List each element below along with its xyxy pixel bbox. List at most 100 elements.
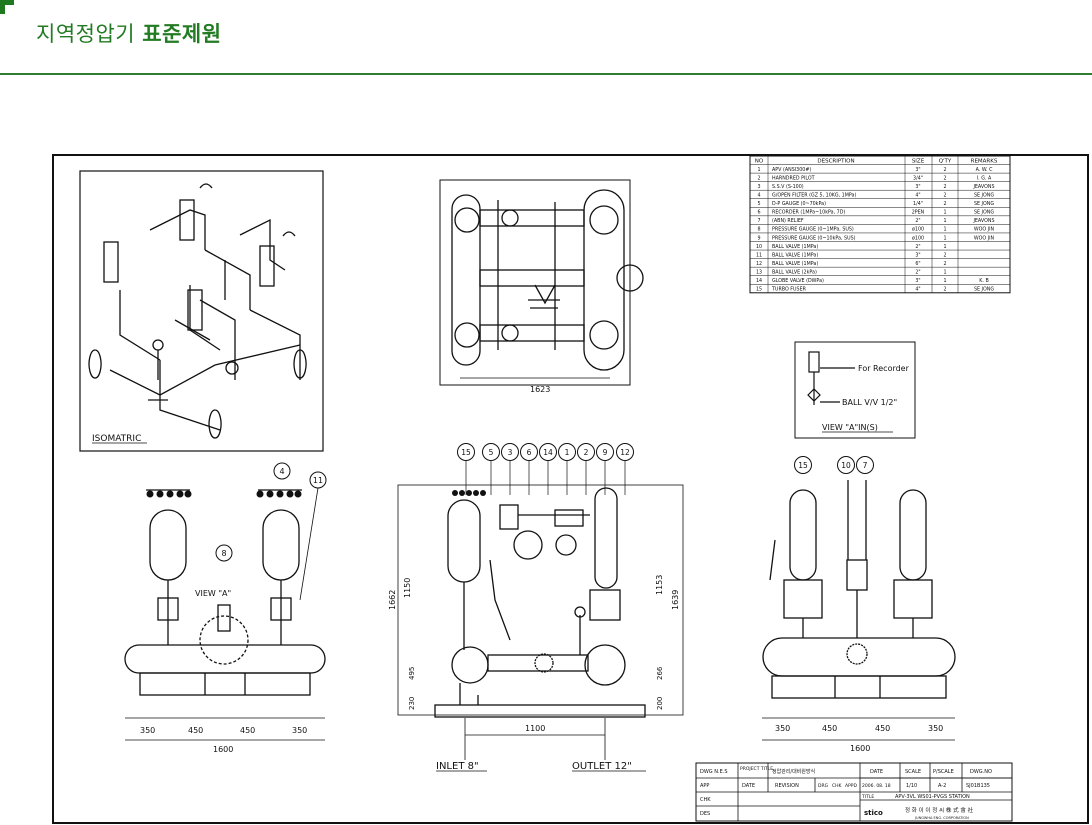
gauge-knob	[276, 490, 284, 498]
bom-cell: 2"	[915, 244, 920, 250]
bom-cell: G/OPEN FILTER (GZ 5, 10KG, 1MPa)	[772, 193, 856, 199]
view-a-label: VIEW "A"	[195, 589, 231, 598]
left-elevation	[124, 489, 326, 696]
gauge-knob	[146, 490, 154, 498]
bom-cell: 3"	[915, 184, 920, 190]
bom-cell: (ABN) RELIEF	[772, 218, 804, 224]
bom-cell: 6	[757, 210, 760, 216]
tb-pscale-v: A-2	[938, 783, 946, 789]
part-balloon-label: 15	[798, 461, 808, 470]
bom-cell: 12	[756, 261, 762, 267]
bom-cell: 2	[943, 252, 946, 258]
bom-cell: 3	[757, 184, 760, 190]
corner-mark	[0, 0, 14, 14]
tb-logo: stico	[864, 809, 883, 817]
bom-cell: 6"	[915, 261, 920, 267]
bom-cell: ø100	[912, 227, 924, 233]
part-balloon	[273, 462, 291, 480]
page-title-light: 지역정압기	[36, 22, 136, 46]
part-balloon	[856, 456, 874, 474]
tb-company-sub: JUNGWHA ENG. CORPORATION	[914, 816, 969, 820]
part-balloon	[501, 443, 519, 461]
header-divider	[0, 73, 1092, 75]
dim-left-3: 450	[240, 726, 255, 735]
bom-header-cell: SIZE	[912, 159, 925, 165]
part-balloon	[215, 544, 233, 562]
bom-cell: 2"	[915, 269, 920, 275]
bom-cell: S.S.V (S-100)	[772, 184, 804, 190]
dim-mid-1639: 1639	[671, 590, 680, 610]
dim-mid-230: 230	[408, 697, 416, 710]
part-balloon-label: 9	[603, 448, 608, 457]
tb-date-col: DATE	[742, 783, 755, 789]
bom-cell: SE JONG	[974, 210, 994, 216]
bom-cell: 1	[943, 278, 946, 284]
bom-cell: 11	[756, 252, 762, 258]
bom-cell: 2	[757, 175, 760, 181]
bom-cell: 10	[756, 244, 762, 250]
tb-revision: REVISION	[775, 783, 799, 789]
bom-cell: 2	[943, 261, 946, 267]
part-balloon	[837, 456, 855, 474]
bom-cell: APV (ANSI300#)	[772, 167, 811, 173]
tb-dwgno-v: SJ01B135	[966, 783, 990, 789]
tb-chk: CHK	[700, 797, 711, 803]
bom-cell: 4"	[915, 193, 920, 199]
title-block	[695, 762, 1013, 822]
bom-cell: 1/4"	[913, 201, 923, 207]
bom-cell: 7	[757, 218, 760, 224]
bom-cell: 1	[943, 269, 946, 275]
tb-app: APP	[700, 783, 709, 789]
bom-cell: 2	[943, 287, 946, 293]
bom-cell: GLOBE VALVE (DWPa)	[772, 278, 824, 284]
top-plan-view	[439, 179, 644, 386]
part-balloon-label: 7	[863, 461, 868, 470]
bom-cell: 3"	[915, 278, 920, 284]
bom-cell: 3"	[915, 167, 920, 173]
bom-cell: A. W. C	[976, 167, 993, 173]
outlet-label: OUTLET 12"	[572, 761, 632, 772]
part-balloon-label: 8	[221, 549, 226, 558]
bom-cell: SE JONG	[974, 201, 994, 207]
bom-cell: PRESSURE GAUGE (0~10kPa, SUS)	[772, 235, 856, 241]
dim-right-2: 450	[822, 724, 837, 733]
bom-cell: WOO JIN	[974, 227, 995, 233]
bom-cell: 1	[943, 227, 946, 233]
bom-cell: 15	[756, 287, 762, 293]
right-elevation	[762, 480, 956, 699]
part-balloon-label: 15	[461, 448, 471, 457]
bom-cell: 3"	[915, 252, 920, 258]
part-balloon	[539, 443, 557, 461]
part-balloon-label: 4	[279, 467, 284, 476]
bom-cell: 2	[943, 201, 946, 207]
part-balloon	[457, 443, 475, 461]
gauge-knob	[166, 490, 174, 498]
part-balloon-label: 5	[489, 448, 494, 457]
gauge-knob	[286, 490, 294, 498]
bom-cell: WOO JIN	[974, 235, 995, 241]
view-a-detail	[794, 341, 916, 439]
dim-right-4: 350	[928, 724, 943, 733]
bom-cell: SE JONG	[974, 193, 994, 199]
bom-cell: 9	[757, 235, 760, 241]
dim-mid-1153: 1153	[655, 575, 664, 595]
bom-cell: 1	[943, 235, 946, 241]
bom-cell: 1	[943, 218, 946, 224]
gauge-knob	[156, 490, 164, 498]
part-balloon	[596, 443, 614, 461]
bom-cell: BALL VALVE (1MPa)	[772, 261, 818, 267]
part-balloon-label: 3	[508, 448, 513, 457]
bom-cell: SE JONG	[974, 287, 994, 293]
bom-header-cell: NO	[755, 159, 764, 165]
tb-title-label: TITLE	[861, 794, 874, 800]
bom-cell: 14	[756, 278, 762, 284]
gauge-knob	[294, 490, 302, 498]
tb-title-v: APV-3VL WS01-PVGS STATION	[895, 794, 970, 800]
tb-pscale-h: P/SCALE	[933, 769, 954, 775]
bom-cell: 3/4"	[913, 175, 923, 181]
tb-chk2: CHK	[832, 783, 843, 789]
bom-header-cell: Q'TY	[939, 159, 952, 165]
bom-cell: BALL VALVE (2kPa)	[772, 269, 817, 275]
bom-cell: K. B	[979, 278, 989, 284]
